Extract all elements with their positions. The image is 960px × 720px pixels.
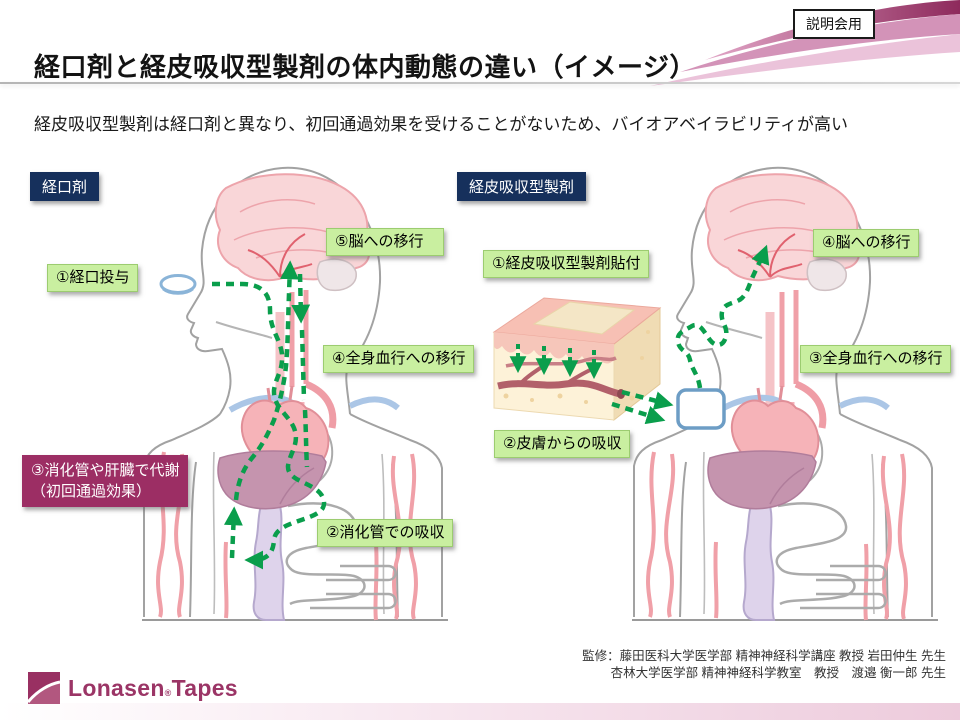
skin-to-body-arrows (611, 389, 674, 425)
oral-step4-label: ④全身血行への移行 (323, 345, 475, 374)
bottom-gradient-bar (0, 703, 960, 720)
brand-logo-icon (28, 672, 60, 704)
chest-patch-icon (676, 388, 726, 430)
usage-badge: 説明会用 (793, 9, 875, 39)
supervision-line2: 杏林大学医学部 精神神経科学教室 教授 渡邉 衡一郎 先生 (610, 665, 946, 680)
oral-step1-label: ①経口投与 (47, 264, 139, 293)
oral-step3-label: ③消化管や肝臓で代謝 （初回通過効果） (22, 455, 189, 507)
oral-step3-line1: ③消化管や肝臓で代謝 (31, 462, 180, 479)
pill-icon (159, 274, 197, 295)
title-divider (0, 82, 960, 84)
transdermal-step2-label: ②皮膚からの吸収 (494, 430, 631, 459)
registered-mark: ® (164, 687, 172, 698)
oral-step2-label: ②消化管での吸収 (317, 519, 454, 548)
brand-logo-text: Lonasen®Tapes (68, 675, 238, 702)
skin-penetration-arrows (509, 344, 603, 380)
brand-name: Lonasen (68, 674, 165, 701)
transdermal-section-label: 経皮吸収型製剤 (457, 172, 587, 201)
transdermal-step4-label: ④脳への移行 (813, 229, 920, 258)
transdermal-step1-label: ①経皮吸収型製剤貼付 (483, 250, 650, 279)
key-message: 経皮吸収型製剤は経口剤と異なり、初回通過効果を受けることがないため、バイオアベイ… (34, 115, 848, 134)
page-title: 経口剤と経皮吸収型製剤の体内動態の違い（イメージ） (34, 52, 696, 83)
skin-cross-section-illustration (492, 297, 674, 425)
supervision-credits: 監修：藤田医科大学医学部 精神神経科学講座 教授 岩田仲生 先生 杏林大学医学部… (582, 648, 946, 681)
transdermal-step3-label: ③全身血行への移行 (800, 345, 952, 374)
brand-logo: Lonasen®Tapes (28, 672, 238, 704)
oral-step5-label: ⑤脳への移行 (326, 228, 444, 257)
oral-step3-line2: （初回通過効果） (31, 483, 152, 500)
patch-on-skin (532, 301, 636, 335)
transdermal-body-illustration (620, 162, 950, 632)
transdermal-absorption-path (675, 244, 770, 389)
oral-body-illustration (130, 162, 460, 632)
brand-suffix: Tapes (171, 674, 238, 701)
oral-section-label: 経口剤 (30, 172, 100, 201)
oral-absorption-path (212, 260, 327, 570)
supervision-line1: 監修：藤田医科大学医学部 精神神経科学講座 教授 岩田仲生 先生 (582, 649, 946, 663)
